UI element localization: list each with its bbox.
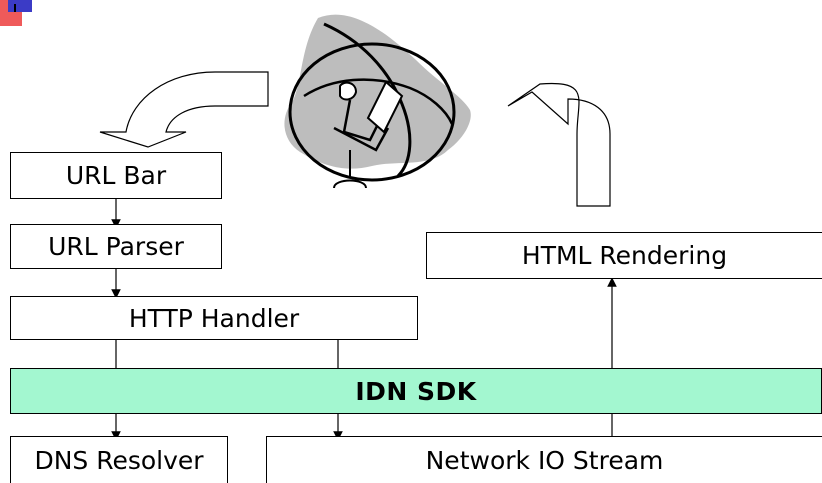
idn-sdk-box: IDN SDK bbox=[10, 368, 822, 414]
corner-decoration-icon bbox=[0, 0, 32, 26]
url-bar-box: URL Bar bbox=[10, 152, 222, 199]
dns-resolver-label: DNS Resolver bbox=[34, 445, 204, 475]
url-bar-label: URL Bar bbox=[65, 161, 167, 190]
html-rendering-label: HTML Rendering bbox=[521, 241, 728, 270]
url-parser-box: URL Parser bbox=[10, 224, 222, 269]
http-handler-label: HTTP Handler bbox=[128, 303, 300, 333]
html-rendering-box: HTML Rendering bbox=[426, 232, 822, 279]
network-io-stream-box: Network IO Stream bbox=[266, 436, 822, 483]
network-io-stream-label: Network IO Stream bbox=[425, 445, 664, 475]
idn-sdk-label: IDN SDK bbox=[355, 376, 477, 406]
http-handler-box: HTTP Handler bbox=[10, 296, 418, 340]
curved-arrow-down-icon bbox=[99, 71, 269, 148]
dns-resolver-box: DNS Resolver bbox=[10, 436, 228, 483]
url-parser-label: URL Parser bbox=[48, 232, 184, 261]
globe-user-icon bbox=[284, 14, 471, 189]
curved-arrow-up-icon bbox=[507, 82, 611, 207]
